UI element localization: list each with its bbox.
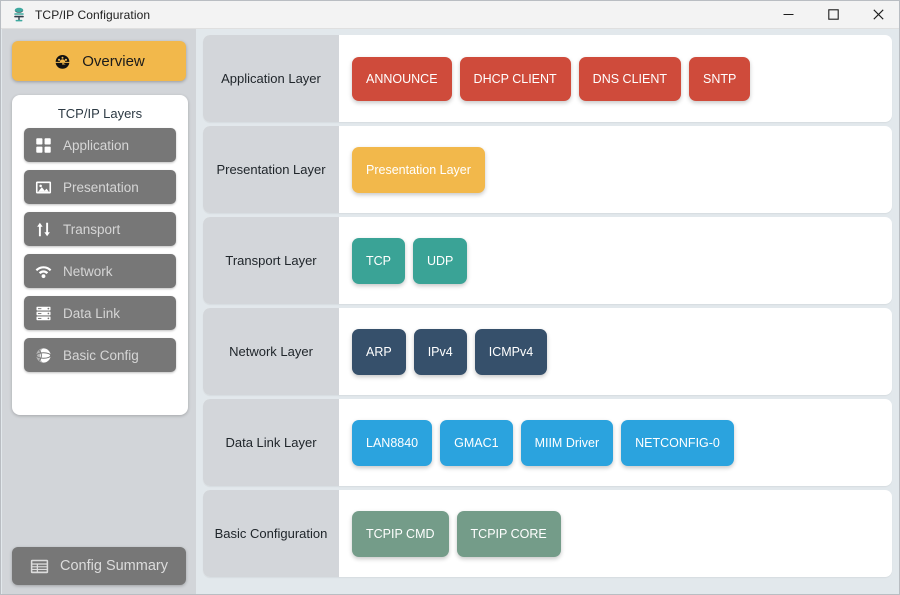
module-chip[interactable]: TCP [352,237,405,284]
close-button[interactable] [856,1,899,29]
grid-icon [36,137,51,153]
row-items: ANNOUNCE DHCP CLIENT DNS CLIENT SNTP [339,35,892,122]
minimize-button[interactable] [766,1,811,29]
module-chip[interactable]: Presentation Layer [352,146,485,193]
layer-row-presentation: Presentation Layer Presentation Layer [203,126,892,213]
module-chip[interactable]: ANNOUNCE [352,56,452,101]
config-summary-label: Config Summary [60,558,168,574]
row-items: TCP UDP [339,217,892,304]
module-chip[interactable]: UDP [413,237,468,284]
module-chip[interactable]: DHCP CLIENT [459,56,571,101]
tcpip-layers-title: TCP/IP Layers [57,106,143,121]
sidebar-item-label: Basic Config [63,347,139,363]
layer-row-application: Application Layer ANNOUNCE DHCP CLIENT D… [203,35,892,122]
sidebar-item-label: Presentation [63,179,139,195]
layer-row-network: Network Layer ARP IPv4 ICMPv4 [203,308,892,395]
module-chip[interactable]: SNTP [689,56,751,101]
module-chip[interactable]: GMAC1 [440,419,513,466]
layer-row-data-link: Data Link Layer LAN8840 GMAC1 MIIM Drive… [203,399,892,486]
sidebar: Overview TCP/IP Layers Application [2,29,196,594]
title-bar: TCP/IP Configuration [1,1,899,29]
module-chip[interactable]: ICMPv4 [474,328,548,375]
row-items: ARP IPv4 ICMPv4 [339,308,892,395]
sidebar-item-label: Application [63,137,130,153]
row-items: LAN8840 GMAC1 MIIM Driver NETCONFIG-0 [339,399,892,486]
row-label: Basic Configuration [203,490,339,577]
maximize-button[interactable] [811,1,856,29]
row-items: Presentation Layer [339,126,892,213]
module-chip[interactable]: IPv4 [413,328,467,375]
server-icon [36,306,51,320]
arrows-up-down-icon [37,222,50,236]
overview-button-label: Overview [82,52,145,70]
module-chip[interactable]: MIIM Driver [520,419,614,466]
layer-row-transport: Transport Layer TCP UDP [203,217,892,304]
config-summary-button[interactable]: Config Summary [12,547,186,585]
window-title: TCP/IP Configuration [35,7,151,22]
tcpip-layers-card: TCP/IP Layers Application Presentatio [12,95,188,415]
module-chip[interactable]: TCPIP CORE [456,510,561,557]
minimize-icon [783,14,794,15]
module-chip[interactable]: DNS CLIENT [578,56,681,101]
sidebar-item-label: Network [63,263,113,279]
sidebar-item-data-link[interactable]: Data Link [24,296,176,330]
row-label: Presentation Layer [203,126,339,213]
sidebar-item-basic-config[interactable]: Basic Config [24,338,176,372]
sidebar-item-application[interactable]: Application [24,128,176,162]
module-chip[interactable]: LAN8840 [352,419,433,466]
close-icon [873,9,884,20]
row-items: TCPIP CMD TCPIP CORE [339,490,892,577]
sidebar-item-label: Data Link [63,305,121,321]
image-icon [35,181,52,193]
overview-button[interactable]: Overview [12,41,186,81]
layers-panel: Application Layer ANNOUNCE DHCP CLIENT D… [197,29,899,594]
sidebar-item-network[interactable]: Network [24,254,176,288]
row-label: Data Link Layer [203,399,339,486]
wifi-icon [35,265,52,278]
sidebar-item-presentation[interactable]: Presentation [24,170,176,204]
sidebar-item-label: Transport [63,221,121,237]
row-label: Network Layer [203,308,339,395]
layer-row-basic-configuration: Basic Configuration TCPIP CMD TCPIP CORE [203,490,892,577]
network-node-icon [14,7,24,21]
module-chip[interactable]: ARP [352,328,406,375]
row-label: Application Layer [203,35,339,122]
maximize-icon [828,9,839,20]
sidebar-item-transport[interactable]: Transport [24,212,176,246]
module-chip[interactable]: NETCONFIG-0 [621,419,734,466]
window-controls [766,1,899,29]
globe-icon [35,347,52,363]
row-label: Transport Layer [203,217,339,304]
tachometer-icon [55,54,70,69]
module-chip[interactable]: TCPIP CMD [352,510,449,557]
list-table-icon [30,559,49,573]
